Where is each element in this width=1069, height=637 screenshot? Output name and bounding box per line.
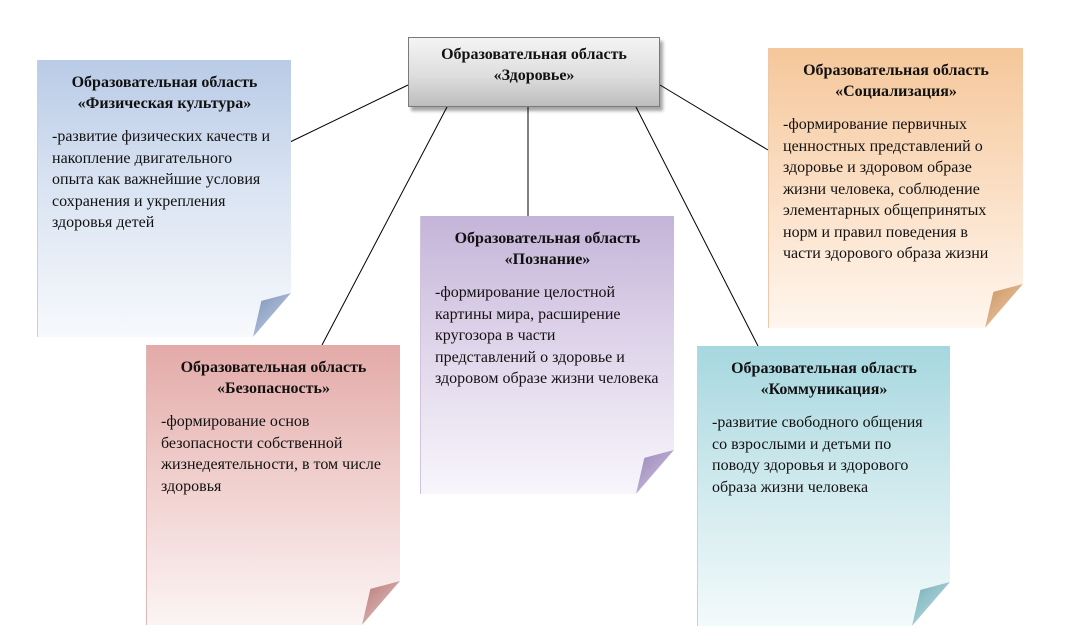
area-description: -развитие физических качеств и накоплени… [52,128,271,231]
area-title-line1: Образовательная область [731,360,917,377]
connector-kom [635,106,759,347]
area-note-communication: Образовательная область «Коммуникация» -… [697,346,950,626]
area-title-line2: «Познание» [504,251,591,268]
area-title: Образовательная область «Познание» [435,228,660,270]
area-title-line2: «Безопасность» [217,380,330,397]
area-title-line1: Образовательная область [803,62,989,79]
area-description: -формирование основ безопасности собстве… [161,413,381,495]
area-title: Образовательная область «Социализация» [783,60,1009,102]
connector-fiz [287,84,409,144]
area-note-socialization: Образовательная область «Социализация» -… [768,48,1023,328]
area-note-safety: Образовательная область «Безопасность» -… [146,345,400,625]
connector-soc [659,84,769,151]
center-title-line2: «Здоровье» [493,67,575,84]
area-title-line1: Образовательная область [71,74,258,91]
area-title: Образовательная область «Безопасность» [161,357,386,399]
area-note-cognition: Образовательная область «Познание» -форм… [420,216,674,494]
center-node-health: Образовательная область «Здоровье» [408,37,660,107]
area-description: -формирование целостной картины мира, ра… [435,284,659,387]
connector-bez [321,106,448,346]
area-title-line2: «Социализация» [835,83,957,100]
area-description: -развитие свободного общения со взрослым… [712,414,923,496]
area-title: Образовательная область «Физическая куль… [52,72,277,114]
area-title-line1: Образовательная область [180,359,367,376]
area-description: -формирование первичных ценностных предс… [783,116,989,262]
area-title-line2: «Физическая культура» [77,95,252,112]
center-title-line1: Образовательная область [441,46,627,63]
area-title: Образовательная область «Коммуникация» [712,358,936,400]
area-title-line2: «Коммуникация» [760,381,888,398]
area-title-line1: Образовательная область [454,230,641,247]
area-note-physical-culture: Образовательная область «Физическая куль… [37,60,291,337]
